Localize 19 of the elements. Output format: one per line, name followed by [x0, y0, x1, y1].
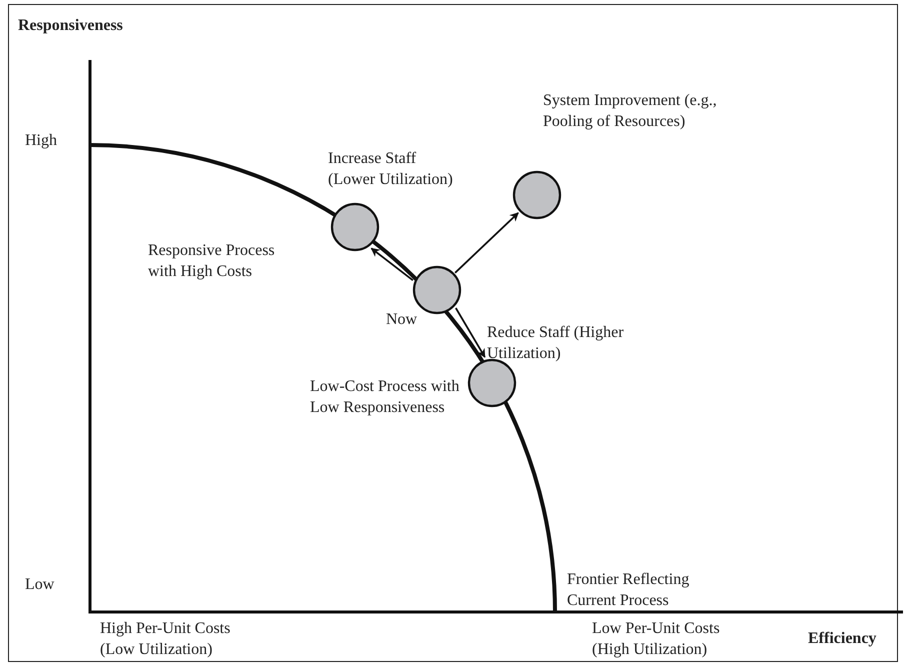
annotation: Reduce Staff (Higher Utilization)	[487, 323, 625, 364]
axis-title: Efficiency	[808, 629, 878, 649]
state-circle	[512, 170, 562, 220]
annotation: Low-Cost Process with Low Responsiveness	[310, 377, 460, 418]
axis-tick-label: High Per-Unit Costs (Low Utilization)	[100, 619, 232, 660]
annotation: Responsive Process with High Costs	[148, 241, 276, 282]
annotation: Now	[386, 310, 418, 330]
axis-tick-label: Low Per-Unit Costs (High Utilization)	[592, 619, 721, 660]
state-circle	[330, 202, 380, 252]
arrow	[370, 248, 414, 282]
arrow	[454, 212, 519, 274]
annotation: System Improvement (e.g., Pooling of Resources)	[543, 91, 718, 132]
arrow	[455, 308, 486, 358]
axis-title: Responsiveness	[18, 16, 124, 36]
annotation: Frontier Reflecting Current Process	[567, 570, 690, 611]
state-circle	[412, 266, 462, 314]
annotation: Increase Staff (Lower Utilization)	[328, 149, 454, 190]
axis-tick-label: Low	[25, 575, 56, 595]
axis-tick-label: High	[25, 131, 58, 151]
